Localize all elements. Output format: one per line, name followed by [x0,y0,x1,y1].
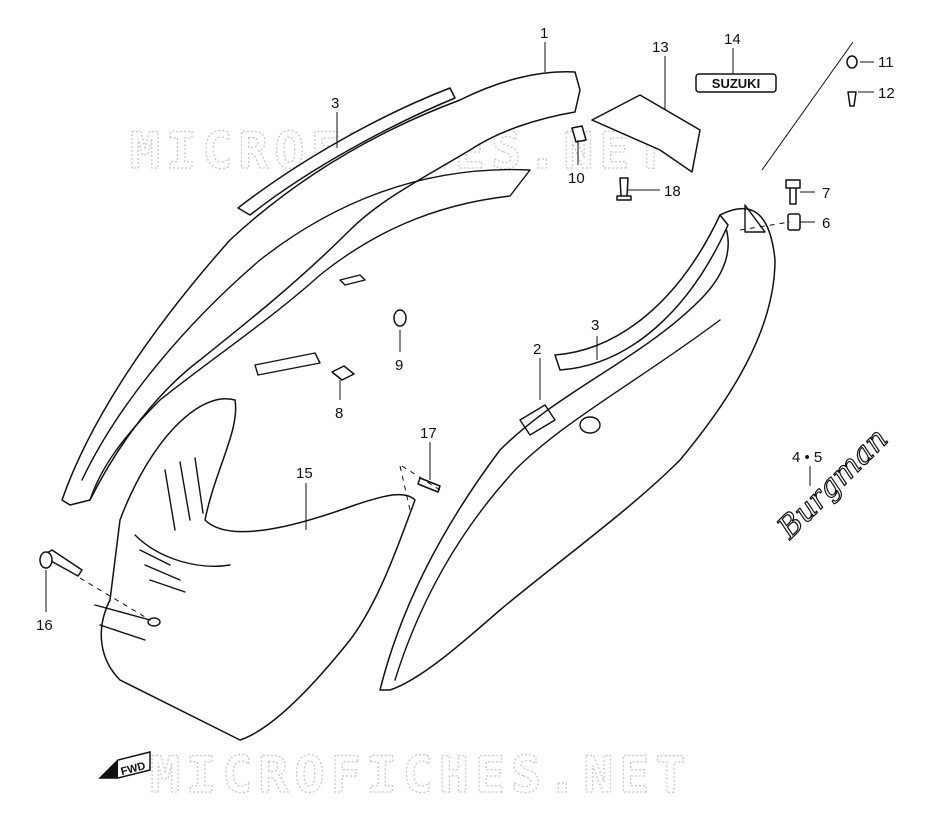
fwd-arrow-badge: FWD [98,751,151,779]
callout-8: 8 [335,405,343,422]
part-2-right-side-cover [379,204,776,691]
callout-13: 13 [652,39,669,56]
part-18-screw [616,177,632,201]
callout-17: 17 [420,425,437,442]
callout-3-right: 3 [591,317,599,334]
part-9-grommet [393,309,407,327]
part-1-left-side-cover [61,70,581,506]
part-15-front-lower-cover [94,398,416,741]
callout-9: 9 [395,357,403,374]
part-14-suzuki-emblem: SUZUKI [695,73,777,93]
callout-11: 11 [878,54,894,71]
callout-18: 18 [664,183,681,200]
hardware [39,55,858,577]
part-10-nut [571,125,587,143]
leader-lines [45,41,874,621]
part-16-screw-head [39,551,53,569]
part-8-clip [331,365,355,381]
part-11-cap [846,55,858,69]
part-7-bolt [785,179,801,205]
burgman-emblem-text: Burgman [770,422,895,547]
callout-1: 1 [540,25,548,42]
part-17-screw [417,477,441,493]
suzuki-emblem-text: SUZUKI [712,76,760,91]
callout-2: 2 [533,341,541,358]
callout-16: 16 [36,617,53,634]
callout-15: 15 [296,465,313,482]
callout-4-5: 4 • 5 [792,449,822,466]
watermark-bottom: MICROFICHES.NET [150,746,692,804]
callout-14: 14 [724,31,741,48]
callout-12: 12 [878,85,895,102]
part-4-5-burgman-emblem: Burgman [770,421,896,547]
callout-6: 6 [822,215,830,232]
callout-7: 7 [822,185,830,202]
part-3-right-trim [554,214,729,371]
callout-10: 10 [568,170,585,187]
part-12-screw [847,91,857,107]
part-13-cover-plate [591,94,701,173]
part-3-left-trim [237,87,456,216]
callout-labels: 1 2 3 3 4 • 5 6 7 8 9 10 11 12 13 14 15 … [36,25,895,634]
callout-3-left: 3 [331,95,339,112]
